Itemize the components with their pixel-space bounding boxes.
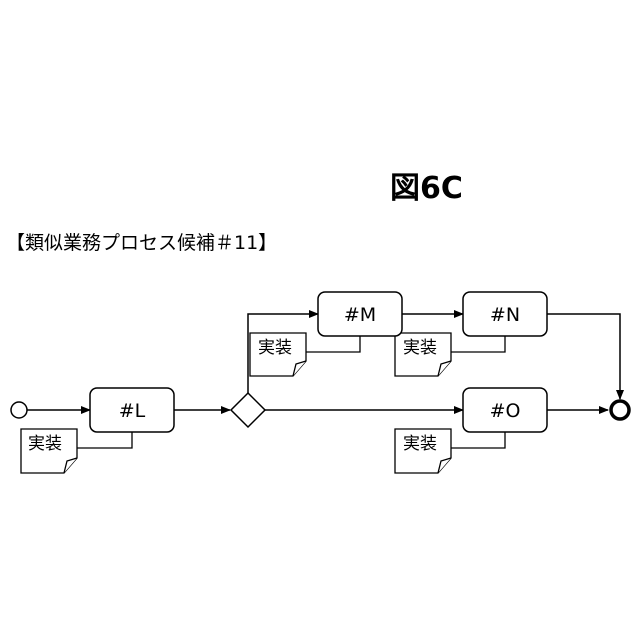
- note-M-link: [306, 336, 360, 352]
- task-M: #M: [318, 292, 402, 336]
- task-N-label: #N: [490, 304, 520, 326]
- task-O-label: #O: [490, 400, 521, 422]
- start-event: [11, 402, 27, 418]
- note-O: 実装: [395, 429, 451, 473]
- task-L-label: #L: [119, 400, 146, 422]
- edge-N-to-end: [547, 314, 620, 399]
- note-L-text: 実装: [28, 434, 62, 454]
- task-L: #L: [90, 388, 174, 432]
- note-N: 実装: [395, 333, 451, 376]
- note-L-link: [77, 432, 132, 448]
- gateway: [231, 393, 265, 427]
- note-M: 実装: [250, 333, 306, 376]
- note-O-text: 実装: [403, 434, 437, 454]
- note-N-link: [451, 336, 505, 352]
- note-N-text: 実装: [403, 338, 437, 358]
- note-O-link: [451, 432, 505, 448]
- task-M-label: #M: [344, 304, 376, 326]
- note-M-text: 実装: [258, 338, 292, 358]
- task-N: #N: [463, 292, 547, 336]
- task-O: #O: [463, 388, 547, 432]
- end-event: [611, 401, 629, 419]
- note-L: 実装: [21, 429, 77, 473]
